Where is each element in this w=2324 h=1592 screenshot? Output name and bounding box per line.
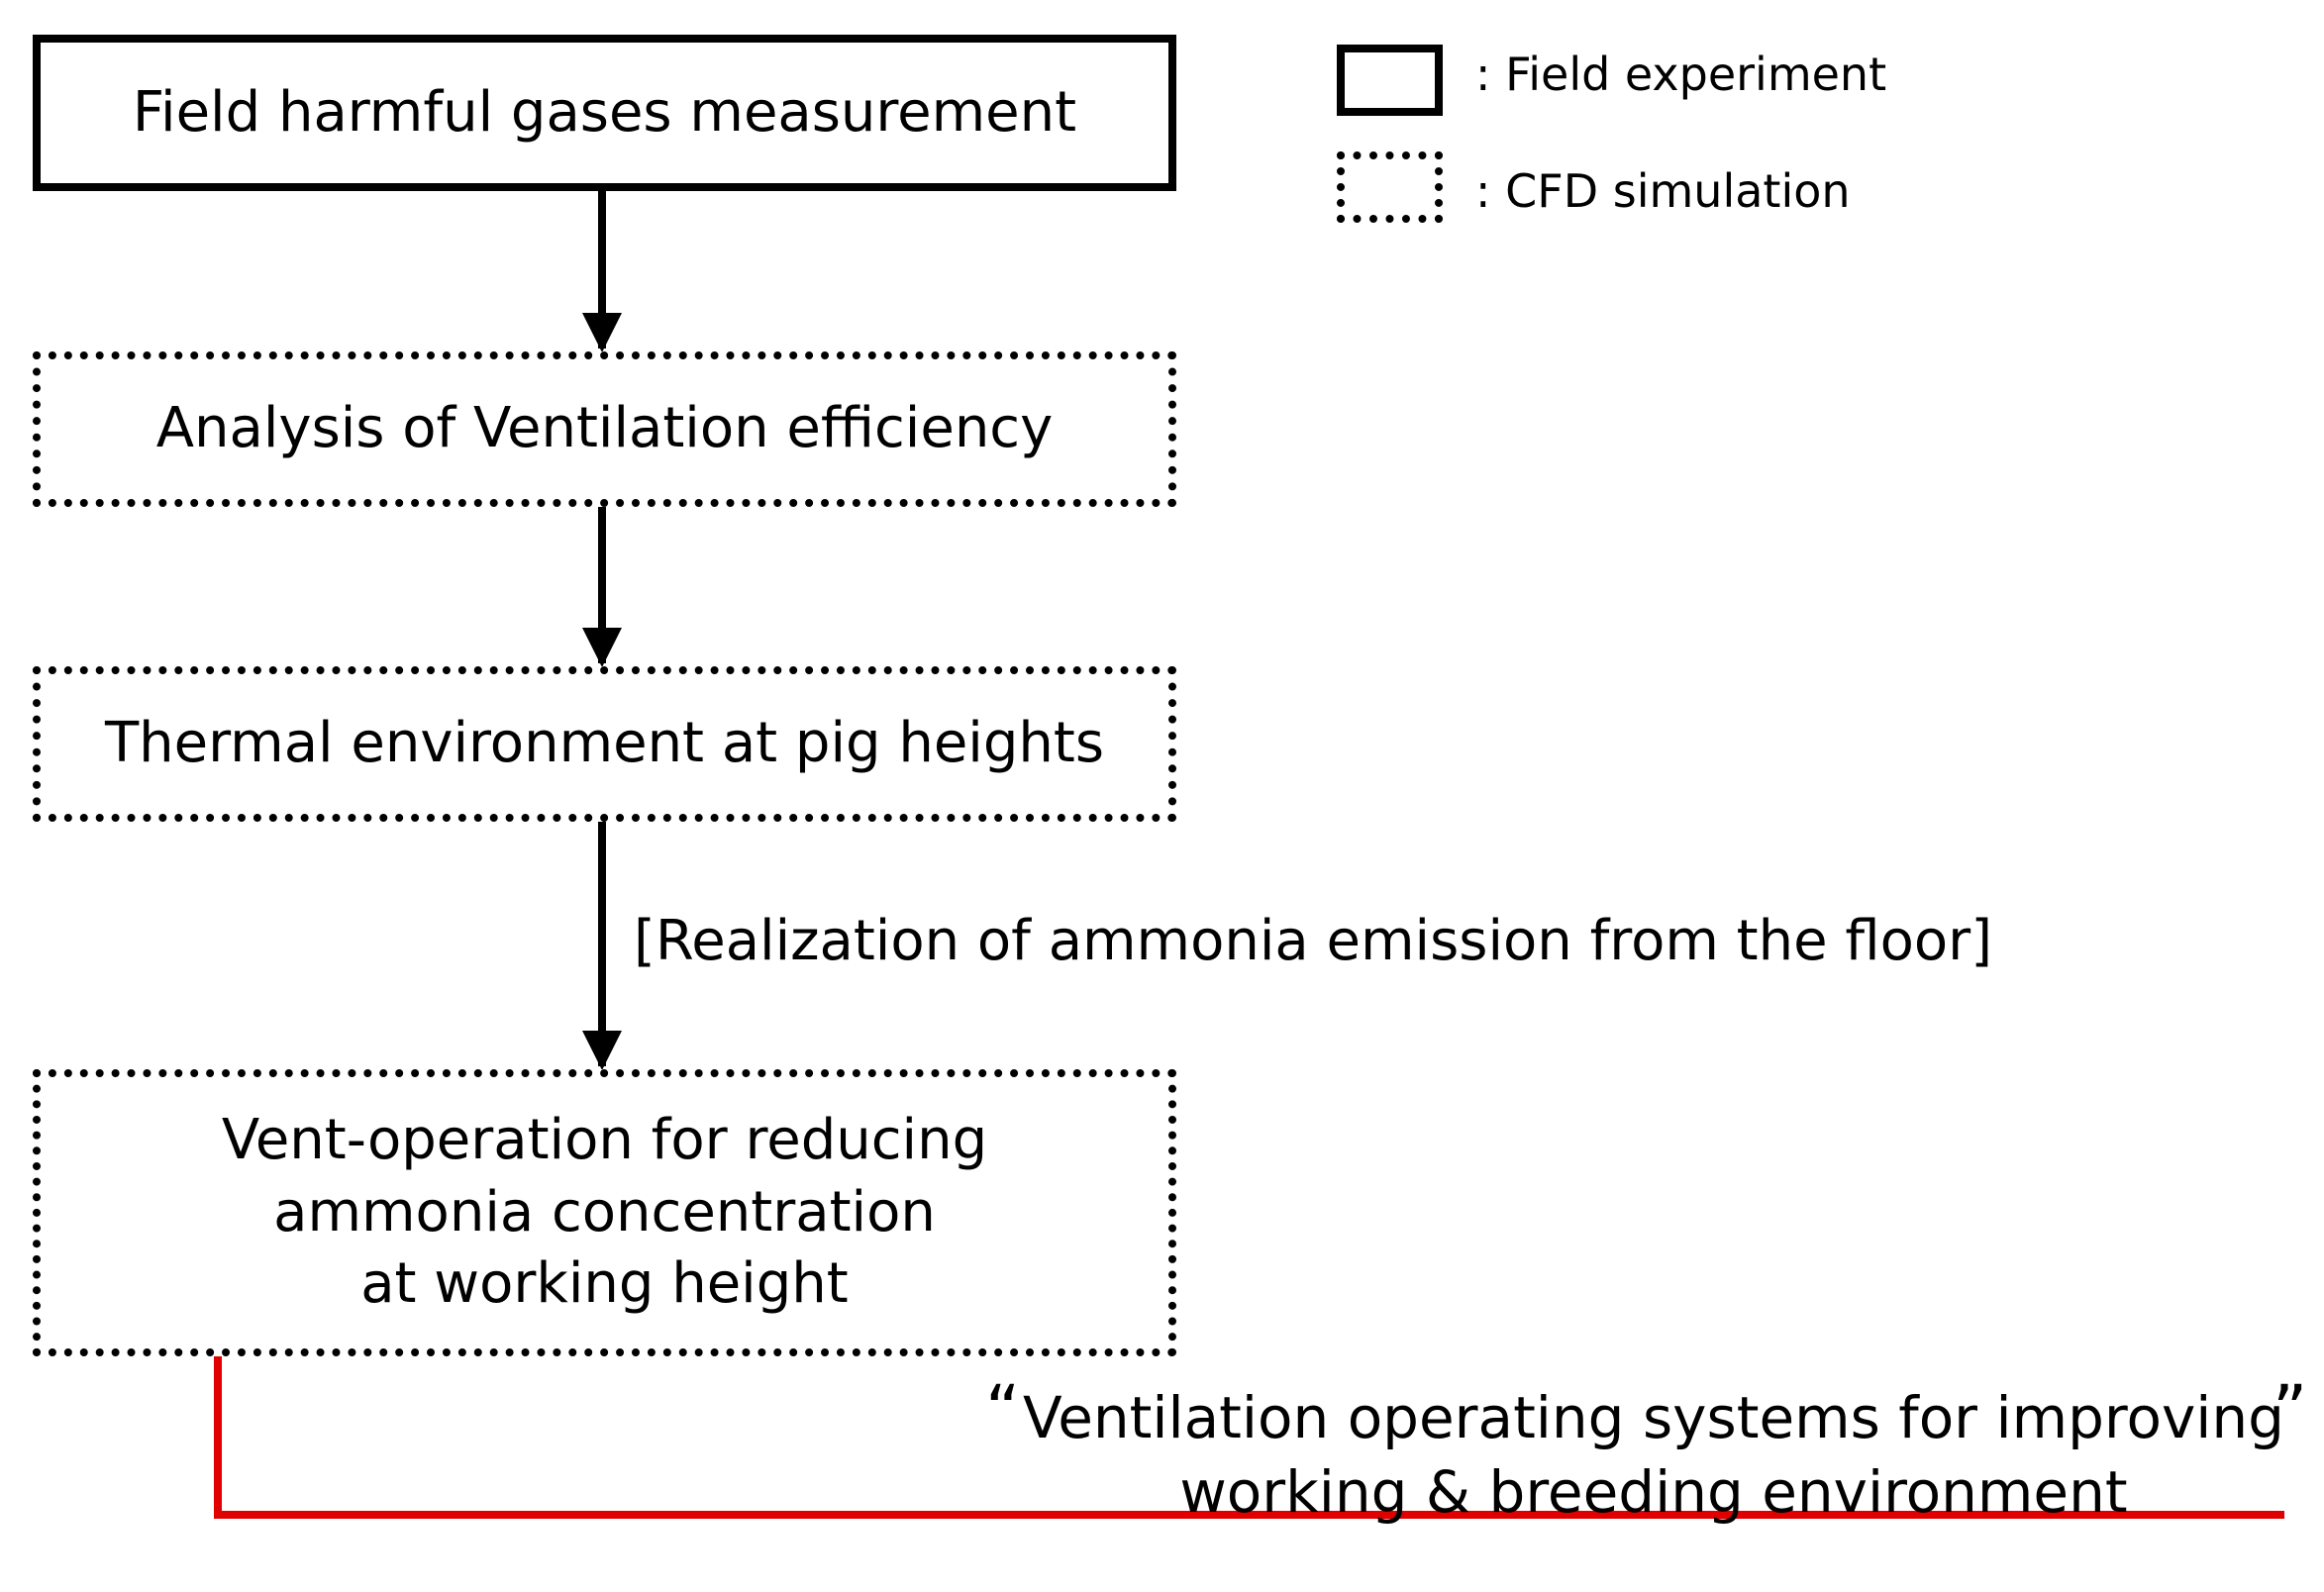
field-measurement-box: Field harmful gases measurement: [33, 35, 1176, 191]
ammonia-emission-label: [Realization of ammonia emission from th…: [634, 909, 1993, 973]
conclusion-text: Ventilation operating systems for improv…: [990, 1381, 2317, 1531]
close-quote: ”: [2273, 1371, 2308, 1449]
box-label: Field harmful gases measurement: [132, 79, 1077, 145]
box-label: Thermal environment at pig heights: [104, 711, 1105, 776]
vent-operation-box: Vent-operation for reducing ammonia conc…: [33, 1069, 1176, 1356]
box-label: Vent-operation for reducing ammonia conc…: [221, 1107, 988, 1317]
legend-cfd-label: : CFD simulation: [1475, 164, 1851, 218]
legend-solid-swatch: [1337, 45, 1443, 116]
conclusion-line-1: Ventilation operating systems for improv…: [1023, 1384, 2284, 1451]
open-quote: “: [985, 1371, 1021, 1449]
ventilation-efficiency-box: Analysis of Ventilation efficiency: [33, 351, 1176, 507]
legend-dotted-swatch: [1337, 151, 1443, 223]
conclusion-line-2: working & breeding environment: [1179, 1458, 2128, 1527]
conclusion-underline: [214, 1354, 2284, 1519]
box-label: Analysis of Ventilation efficiency: [155, 396, 1054, 461]
legend-field-label: : Field experiment: [1475, 48, 1887, 101]
thermal-environment-box: Thermal environment at pig heights: [33, 666, 1176, 822]
